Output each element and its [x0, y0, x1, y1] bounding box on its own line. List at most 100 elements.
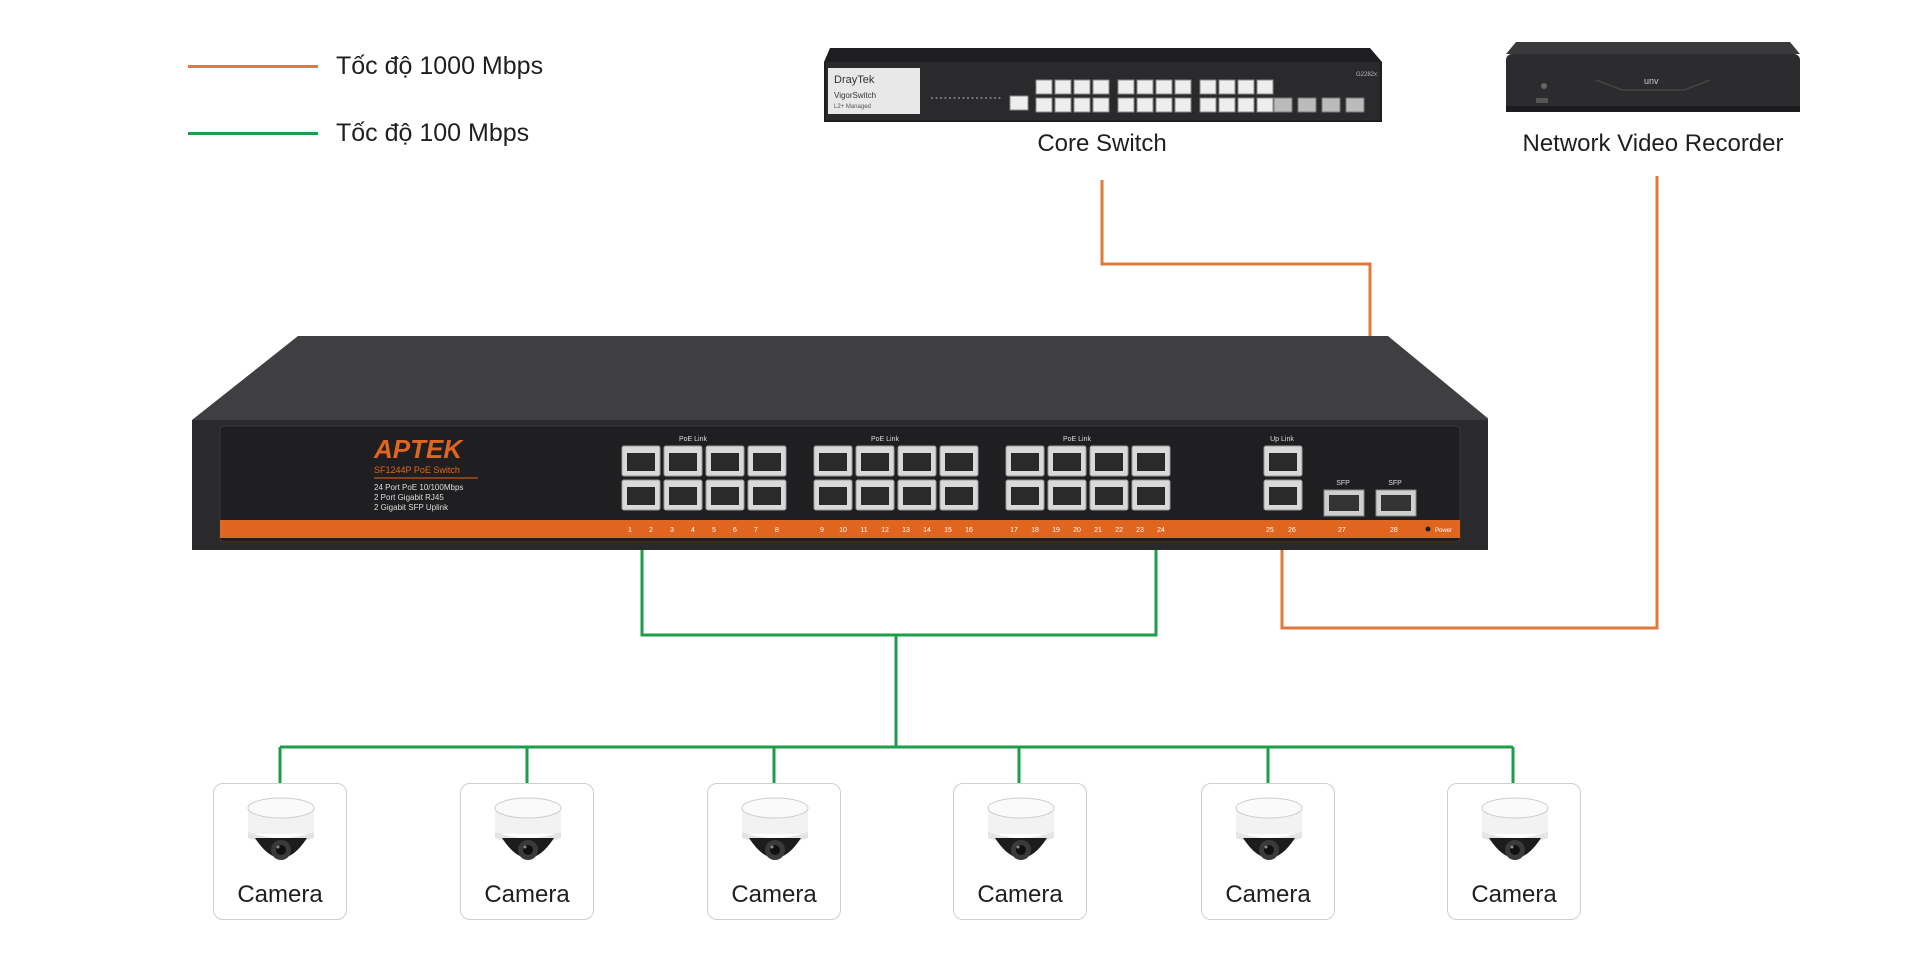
core-switch-ports [931, 79, 1274, 113]
poe-ports [621, 445, 1171, 511]
core-switch-led [949, 97, 951, 99]
poe-port-socket [861, 453, 889, 471]
poe-port-number: 15 [944, 527, 952, 534]
camera-label: Camera [1225, 881, 1311, 908]
camera-card: Camera [707, 783, 841, 920]
poe-port-number: 6 [733, 527, 737, 534]
poe-port-number: 20 [1073, 527, 1081, 534]
core-switch-port [1256, 79, 1274, 95]
poe-port-socket [819, 453, 847, 471]
sfp-label-1: SFP [1336, 480, 1350, 487]
sfp-port-slot [1381, 495, 1411, 511]
poe-port-number: 12 [881, 527, 889, 534]
poe-port-socket [945, 487, 973, 505]
legend-label-100: Tốc độ 100 Mbps [336, 119, 530, 147]
core-switch-port [1117, 97, 1135, 113]
core-switch-led [989, 97, 992, 99]
core-switch-port [1054, 79, 1072, 95]
poe-port-socket [903, 453, 931, 471]
core-switch-port [1218, 79, 1236, 95]
core-switch-led [967, 97, 969, 99]
camera-label: Camera [237, 881, 323, 908]
uplink-port-number: 26 [1288, 527, 1296, 534]
core-switch-label: Core Switch [1037, 130, 1167, 157]
poe-group-label-2: PoE Link [871, 436, 900, 443]
core-switch-led [971, 97, 974, 99]
dome-camera-icon [494, 797, 562, 860]
core-switch-submodel: L2+ Managed [834, 104, 871, 110]
poe-port-socket [1137, 453, 1165, 471]
dome-camera-icon [1481, 797, 1549, 860]
poe-port-socket [945, 453, 973, 471]
dome-camera-icon [1235, 797, 1303, 860]
sfp-port-slot [1329, 495, 1359, 511]
dome-camera-icon [987, 797, 1055, 860]
core-switch-sfp-ports [1273, 97, 1365, 113]
sfp-label-2: SFP [1388, 480, 1402, 487]
poe-port-number: 18 [1031, 527, 1039, 534]
poe-port-socket [861, 487, 889, 505]
poe-port-socket [669, 487, 697, 505]
camera-label: Camera [1471, 881, 1557, 908]
core-switch-port [1136, 97, 1154, 113]
core-switch-port [1035, 79, 1053, 95]
poe-port-socket [711, 487, 739, 505]
poe-port-number: 9 [820, 527, 824, 534]
core-switch-led [976, 97, 978, 99]
core-switch-port [1117, 79, 1135, 95]
poe-port-number: 19 [1052, 527, 1060, 534]
poe-switch-spec-1: 24 Port PoE 10/100Mbps [374, 483, 463, 492]
camera-label: Camera [731, 881, 817, 908]
poe-port-number: 14 [923, 527, 931, 534]
camera-drops [278, 747, 1515, 783]
core-switch-port [1218, 97, 1236, 113]
poe-port-number: 5 [712, 527, 716, 534]
poe-port-number: 17 [1010, 527, 1018, 534]
core-switch-port [1073, 79, 1091, 95]
poe-port-number: 16 [965, 527, 973, 534]
poe-port-socket [627, 453, 655, 471]
poe-group-label-1: PoE Link [679, 436, 708, 443]
core-switch-sfp-port [1321, 97, 1341, 113]
core-switch-led [940, 97, 942, 99]
core-switch-led [980, 97, 983, 99]
camera-label: Camera [977, 881, 1063, 908]
poe-port-number: 8 [775, 527, 779, 534]
core-switch-brand: DrayTek [834, 74, 875, 86]
core-switch-led [931, 97, 933, 99]
poe-switch-device: APTEK SF1244P PoE Switch 24 Port PoE 10/… [192, 336, 1488, 550]
poe-port-socket [1095, 487, 1123, 505]
legend-line-100 [188, 132, 318, 135]
poe-port-number: 10 [839, 527, 847, 534]
core-switch-port [1155, 97, 1173, 113]
uplink-port-socket [1269, 487, 1297, 505]
poe-port-socket [819, 487, 847, 505]
legend-item-100: Tốc độ 100 Mbps [188, 119, 529, 148]
poe-port-socket [1137, 487, 1165, 505]
poe-port-number: 7 [754, 527, 758, 534]
camera-card: Camera [460, 783, 594, 920]
core-switch-model: VigorSwitch [834, 91, 876, 100]
link-port2-to-hub [640, 534, 1158, 637]
poe-port-number: 21 [1094, 527, 1102, 534]
core-switch-port [1174, 97, 1192, 113]
poe-port-socket [711, 453, 739, 471]
poe-port-number: 22 [1115, 527, 1123, 534]
poe-group-label-3: PoE Link [1063, 436, 1092, 443]
camera-card: Camera [1201, 783, 1335, 920]
core-switch-led [944, 97, 947, 99]
core-switch-port [1174, 79, 1192, 95]
core-switch-port [1035, 97, 1053, 113]
legend-item-1000: Tốc độ 1000 Mbps [188, 52, 543, 81]
core-switch-led [953, 97, 956, 99]
poe-port-number: 23 [1136, 527, 1144, 534]
core-switch-port [1136, 79, 1154, 95]
core-switch-port [1199, 97, 1217, 113]
core-switch-port [1237, 97, 1255, 113]
core-switch-port [1092, 79, 1110, 95]
poe-port-socket [753, 487, 781, 505]
uplink-label: Up Link [1270, 436, 1294, 443]
